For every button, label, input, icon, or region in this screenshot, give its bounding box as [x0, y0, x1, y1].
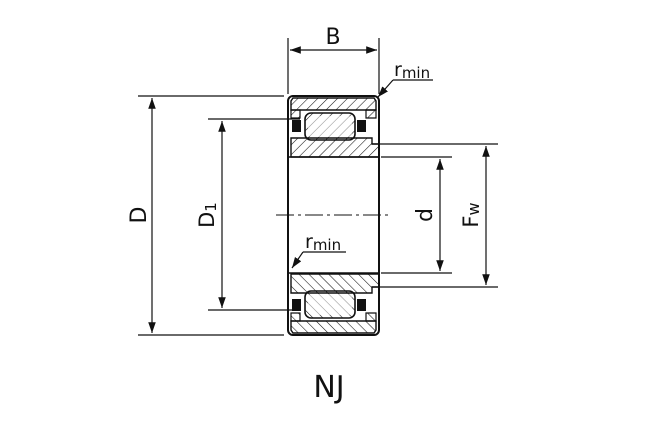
outer-ring-bottom	[290, 320, 377, 334]
dimension-d1	[208, 118, 300, 311]
dimension-d-outer	[138, 95, 284, 336]
label-fw: Fw	[459, 202, 483, 227]
chamfer-callout-top	[377, 79, 433, 98]
svg-text:Fw: Fw	[459, 202, 483, 227]
dimension-bore	[381, 156, 452, 274]
label-b: B	[325, 25, 340, 50]
chamfer-callout-inner	[291, 251, 346, 269]
top-section	[290, 97, 380, 158]
label-d1: D1	[195, 202, 220, 228]
cage-left-top	[292, 120, 301, 132]
label-rmin-inner: rmin	[305, 231, 341, 254]
cage-right-bottom	[357, 299, 366, 311]
outer-rib-right-bottom	[365, 312, 377, 322]
inner-ring-bottom	[290, 273, 380, 294]
label-d-outer: D	[127, 207, 152, 224]
svg-text:D1: D1	[195, 202, 220, 228]
label-rmin-top: rmin	[394, 59, 430, 82]
bearing-type-label: NJ	[313, 370, 344, 405]
label-bore: d	[413, 208, 438, 222]
outer-rib-right-top	[365, 109, 377, 119]
inner-ring-top	[290, 137, 380, 158]
dimension-fw	[372, 143, 498, 288]
dimension-b	[287, 38, 380, 94]
outer-rib-left-bottom	[290, 312, 301, 322]
bottom-section	[290, 273, 380, 334]
outer-rib-left-top	[290, 109, 301, 119]
cage-left-bottom	[292, 299, 301, 311]
cage-right-top	[357, 120, 366, 132]
outer-ring-top	[290, 97, 377, 111]
